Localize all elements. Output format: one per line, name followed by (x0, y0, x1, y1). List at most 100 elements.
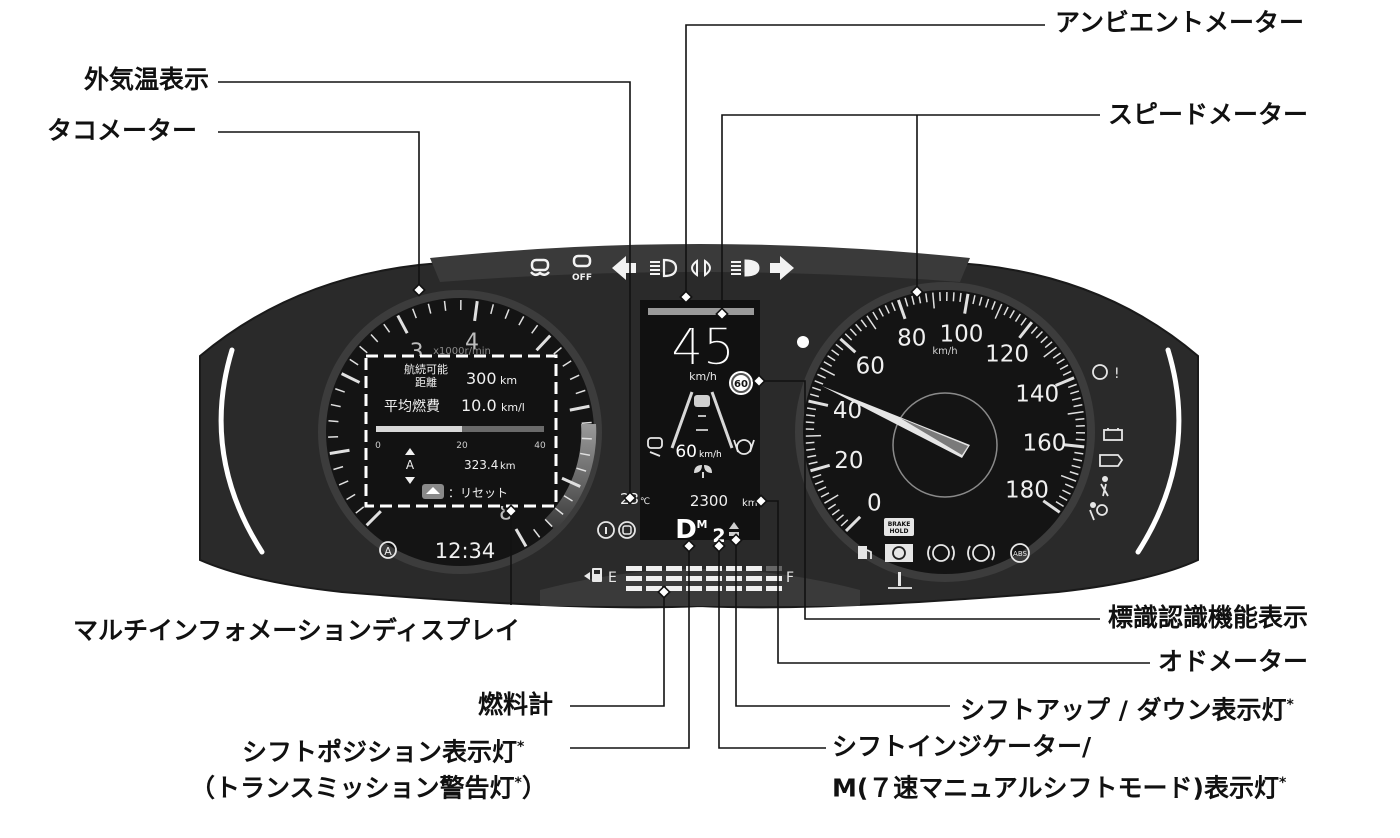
fuel-segment (746, 586, 762, 591)
speed-minor-tick (840, 519, 849, 527)
speed-minor-tick (805, 414, 816, 417)
speed-minor-tick (812, 473, 822, 479)
speed-minor-tick (884, 305, 890, 314)
svg-text:OFF: OFF (572, 273, 592, 283)
fuel-segment (726, 576, 742, 581)
speed-minor-tick (820, 367, 836, 376)
leader-outside-temp (218, 81, 631, 498)
fuel-gauge: E F (584, 566, 794, 591)
info-icon (597, 521, 615, 539)
fuel-warning-icon (858, 546, 872, 559)
label-transmission-warning-text: （トランスミッション警告灯 (190, 773, 515, 803)
label-odometer: オドメーター (1158, 647, 1309, 676)
multi-information-display: 航続可能 距離 300 km 平均燃費 10.0 km/l 0 20 40 A … (364, 354, 558, 508)
leader-tachometer (218, 131, 420, 290)
mid-trip-unit: km (500, 461, 516, 472)
mid-trip-value: 323.4 (464, 458, 498, 472)
svg-text:BRAKE: BRAKE (888, 521, 911, 528)
fuel-segment (686, 586, 702, 591)
turn-left-icon (612, 256, 636, 280)
speed-minor-tick (1071, 397, 1081, 401)
mid-range-label-1: 航続可能 (404, 362, 448, 376)
leader-shift-indicator (718, 546, 826, 749)
speed-minor-tick (1056, 358, 1065, 365)
tach-minor-tick (579, 452, 591, 456)
speed-minor-tick (959, 292, 962, 302)
speed-minor-tick (1043, 346, 1057, 358)
speed-label: 80 (897, 326, 926, 352)
marker-shift-position (682, 539, 696, 553)
label-tachometer: タコメーター (47, 116, 198, 145)
shift-indicator-number: 2 (712, 525, 725, 547)
tire-pressure-icon (967, 544, 995, 562)
svg-text:60: 60 (734, 379, 748, 390)
parking-brake-icon (885, 544, 913, 562)
speed-minor-tick (1075, 438, 1085, 441)
speed-minor-tick (805, 421, 815, 424)
high-beam-icon (731, 259, 760, 277)
auto-idle-icon: A (379, 541, 397, 559)
speed-digital-unit: km/h (689, 370, 717, 383)
speed-digital-value: 45 (671, 318, 735, 376)
speed-minor-tick (911, 295, 915, 305)
speed-minor-tick (1073, 458, 1083, 462)
fuel-segment (746, 576, 762, 581)
auto-high-beam-icon (650, 258, 678, 278)
tach-minor-tick (581, 437, 592, 440)
tach-minor-tick (335, 388, 345, 393)
speed-needle (822, 386, 970, 458)
speed-minor-tick (1069, 471, 1079, 476)
tach-minor-tick (553, 347, 562, 355)
fuel-segment (666, 566, 682, 571)
smart-key-icon (618, 521, 636, 539)
label-m-mode: M(７速マニュアルシフトモード)表示灯* (832, 768, 1286, 803)
tach-minor-tick (349, 358, 359, 366)
label-shift-position-text: シフトポジション表示灯 (242, 737, 518, 767)
speed-label: 160 (1022, 431, 1066, 457)
fuel-segment (686, 566, 702, 571)
mid-range-label-2: 距離 (415, 375, 437, 389)
speed-minor-tick (1035, 330, 1043, 339)
speed-minor-tick (814, 380, 824, 385)
mid-economy-value: 10.0 (461, 396, 497, 415)
fuel-segment (646, 576, 662, 581)
speed-minor-tick (814, 480, 824, 485)
fuel-segment (666, 576, 682, 581)
tach-ticks (328, 299, 592, 548)
fuel-full-label: F (786, 570, 794, 586)
tach-minor-tick (531, 324, 539, 334)
speed-minor-tick (805, 441, 815, 444)
tach-minor-tick (504, 309, 510, 319)
speed-minor-tick (823, 361, 833, 367)
label-shift-position-asterisk: * (517, 739, 525, 755)
leader-lines (218, 24, 1150, 749)
speed-minor-tick (1067, 410, 1084, 415)
tach-minor-tick (355, 506, 365, 514)
speed-minor-tick (1052, 352, 1062, 359)
tach-minor-tick (338, 480, 349, 486)
center-screen-panel (640, 300, 760, 540)
speed-minor-tick (1003, 306, 1009, 316)
tach-minor-tick (346, 493, 356, 501)
speed-bottom-warning-row: ABS (858, 543, 1030, 589)
brake-system-icon (927, 544, 955, 562)
odometer-unit: km (742, 498, 758, 509)
label-transmission-warning-close: ） (521, 773, 547, 803)
marker-shift-indicator (712, 539, 726, 553)
speed-minor-tick (820, 492, 830, 498)
speed-minor-tick (952, 292, 955, 302)
fuel-segment (646, 566, 662, 571)
vsa-icon (530, 258, 550, 276)
leader-odometer (762, 500, 1150, 664)
label-transmission-warning: （トランスミッション警告灯*） (190, 768, 547, 803)
speed-minor-tick (1058, 495, 1068, 502)
speed-label: 60 (856, 354, 885, 380)
mid-bar-tick-0: 0 (375, 441, 381, 451)
speed-minor-tick (807, 454, 817, 458)
speed-minor-tick (925, 293, 928, 303)
speed-hub-ring (892, 392, 998, 498)
tach-major-tick (365, 510, 382, 527)
shift-position-indicator: D (675, 515, 697, 545)
